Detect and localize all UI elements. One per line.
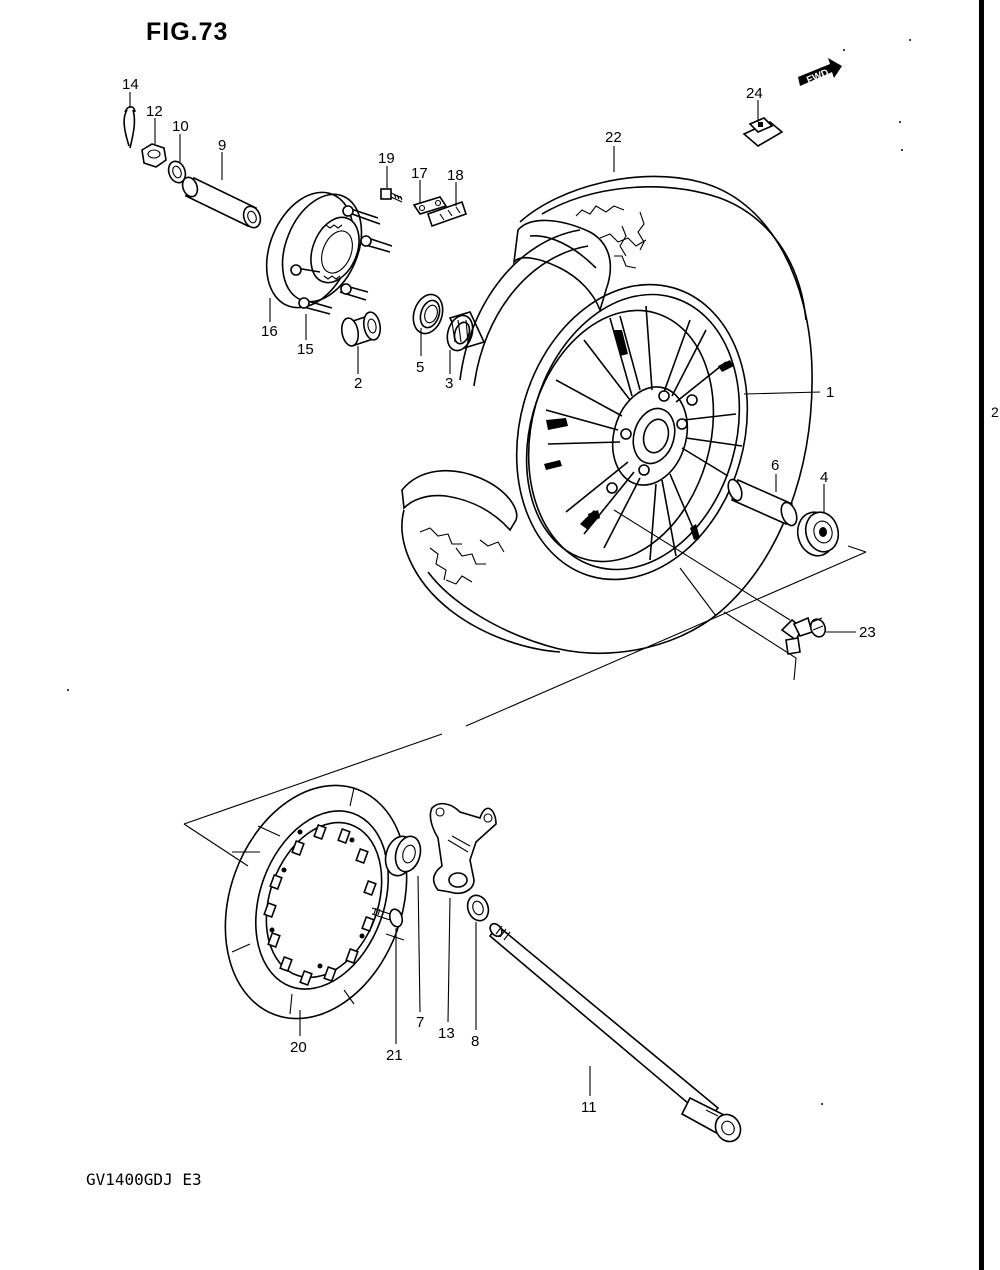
balance-weight-part-24 bbox=[742, 117, 784, 147]
bearing-part-4 bbox=[796, 511, 840, 557]
axle-part-11 bbox=[488, 922, 742, 1143]
part-label-6: 6 bbox=[771, 457, 779, 474]
wheel-part-1 bbox=[515, 283, 749, 581]
model-code: GV1400GDJ E3 bbox=[86, 1170, 202, 1189]
part-label-5: 5 bbox=[416, 359, 424, 376]
part-label-1: 1 bbox=[826, 384, 834, 401]
fwd-arrow-icon: FWD bbox=[798, 58, 842, 86]
part-label-2: 2 bbox=[354, 375, 362, 392]
part-label-19: 19 bbox=[378, 150, 395, 167]
lock-plate-part-17 bbox=[412, 196, 448, 215]
part-label-18: 18 bbox=[447, 167, 464, 184]
assembly-lines bbox=[183, 509, 867, 867]
figure-title: FIG.73 bbox=[146, 18, 229, 46]
part-label-23: 23 bbox=[859, 624, 876, 641]
part-label-group: 14 12 10 9 19 17 18 22 24 16 15 2 5 3 1 … bbox=[122, 76, 876, 1116]
part-label-3: 3 bbox=[445, 375, 453, 392]
bushing-part-2 bbox=[340, 311, 382, 348]
part-label-14: 14 bbox=[122, 76, 139, 93]
part-label-7: 7 bbox=[416, 1014, 424, 1031]
scan-specks bbox=[67, 39, 911, 1105]
spacer-part-9 bbox=[181, 176, 262, 229]
fwd-label: FWD bbox=[805, 68, 830, 87]
bolt-part-19 bbox=[380, 188, 403, 203]
brake-disc-part-20 bbox=[224, 784, 408, 1020]
part-label-4: 4 bbox=[820, 469, 828, 486]
page-edge-bar bbox=[979, 0, 984, 1270]
disc-bolt-part-21 bbox=[371, 907, 404, 928]
spacer-part-7 bbox=[384, 835, 422, 877]
part-label-22: 22 bbox=[605, 129, 622, 146]
washer-part-8 bbox=[466, 894, 490, 922]
washer-part-10 bbox=[167, 160, 187, 184]
edge-text: 2 bbox=[991, 404, 999, 420]
part-label-11: 11 bbox=[581, 1099, 597, 1116]
caliper-bracket-part-13 bbox=[429, 802, 497, 895]
part-label-16: 16 bbox=[261, 323, 278, 340]
part-label-10: 10 bbox=[172, 118, 189, 135]
bearing-part-3 bbox=[446, 311, 486, 352]
part-label-12: 12 bbox=[146, 103, 163, 120]
spacer-part-6 bbox=[727, 478, 798, 527]
drive-hub-part bbox=[265, 191, 393, 315]
part-label-9: 9 bbox=[218, 137, 226, 154]
oil-seal-part-5 bbox=[412, 293, 444, 335]
disc-hole-pattern bbox=[263, 823, 377, 987]
valve-part-23 bbox=[780, 616, 827, 655]
part-label-8: 8 bbox=[471, 1033, 479, 1050]
part-label-20: 20 bbox=[290, 1039, 307, 1056]
plate-part-18 bbox=[426, 200, 468, 228]
cotter-pin-part bbox=[123, 105, 136, 149]
part-label-24: 24 bbox=[746, 85, 763, 102]
part-label-17: 17 bbox=[411, 165, 428, 182]
part-label-21: 21 bbox=[386, 1047, 403, 1064]
leader-lines bbox=[129, 92, 856, 1096]
part-label-13: 13 bbox=[438, 1025, 455, 1042]
part-label-15: 15 bbox=[297, 341, 314, 358]
castle-nut-part bbox=[141, 143, 167, 168]
tire-part-22 bbox=[401, 175, 813, 655]
